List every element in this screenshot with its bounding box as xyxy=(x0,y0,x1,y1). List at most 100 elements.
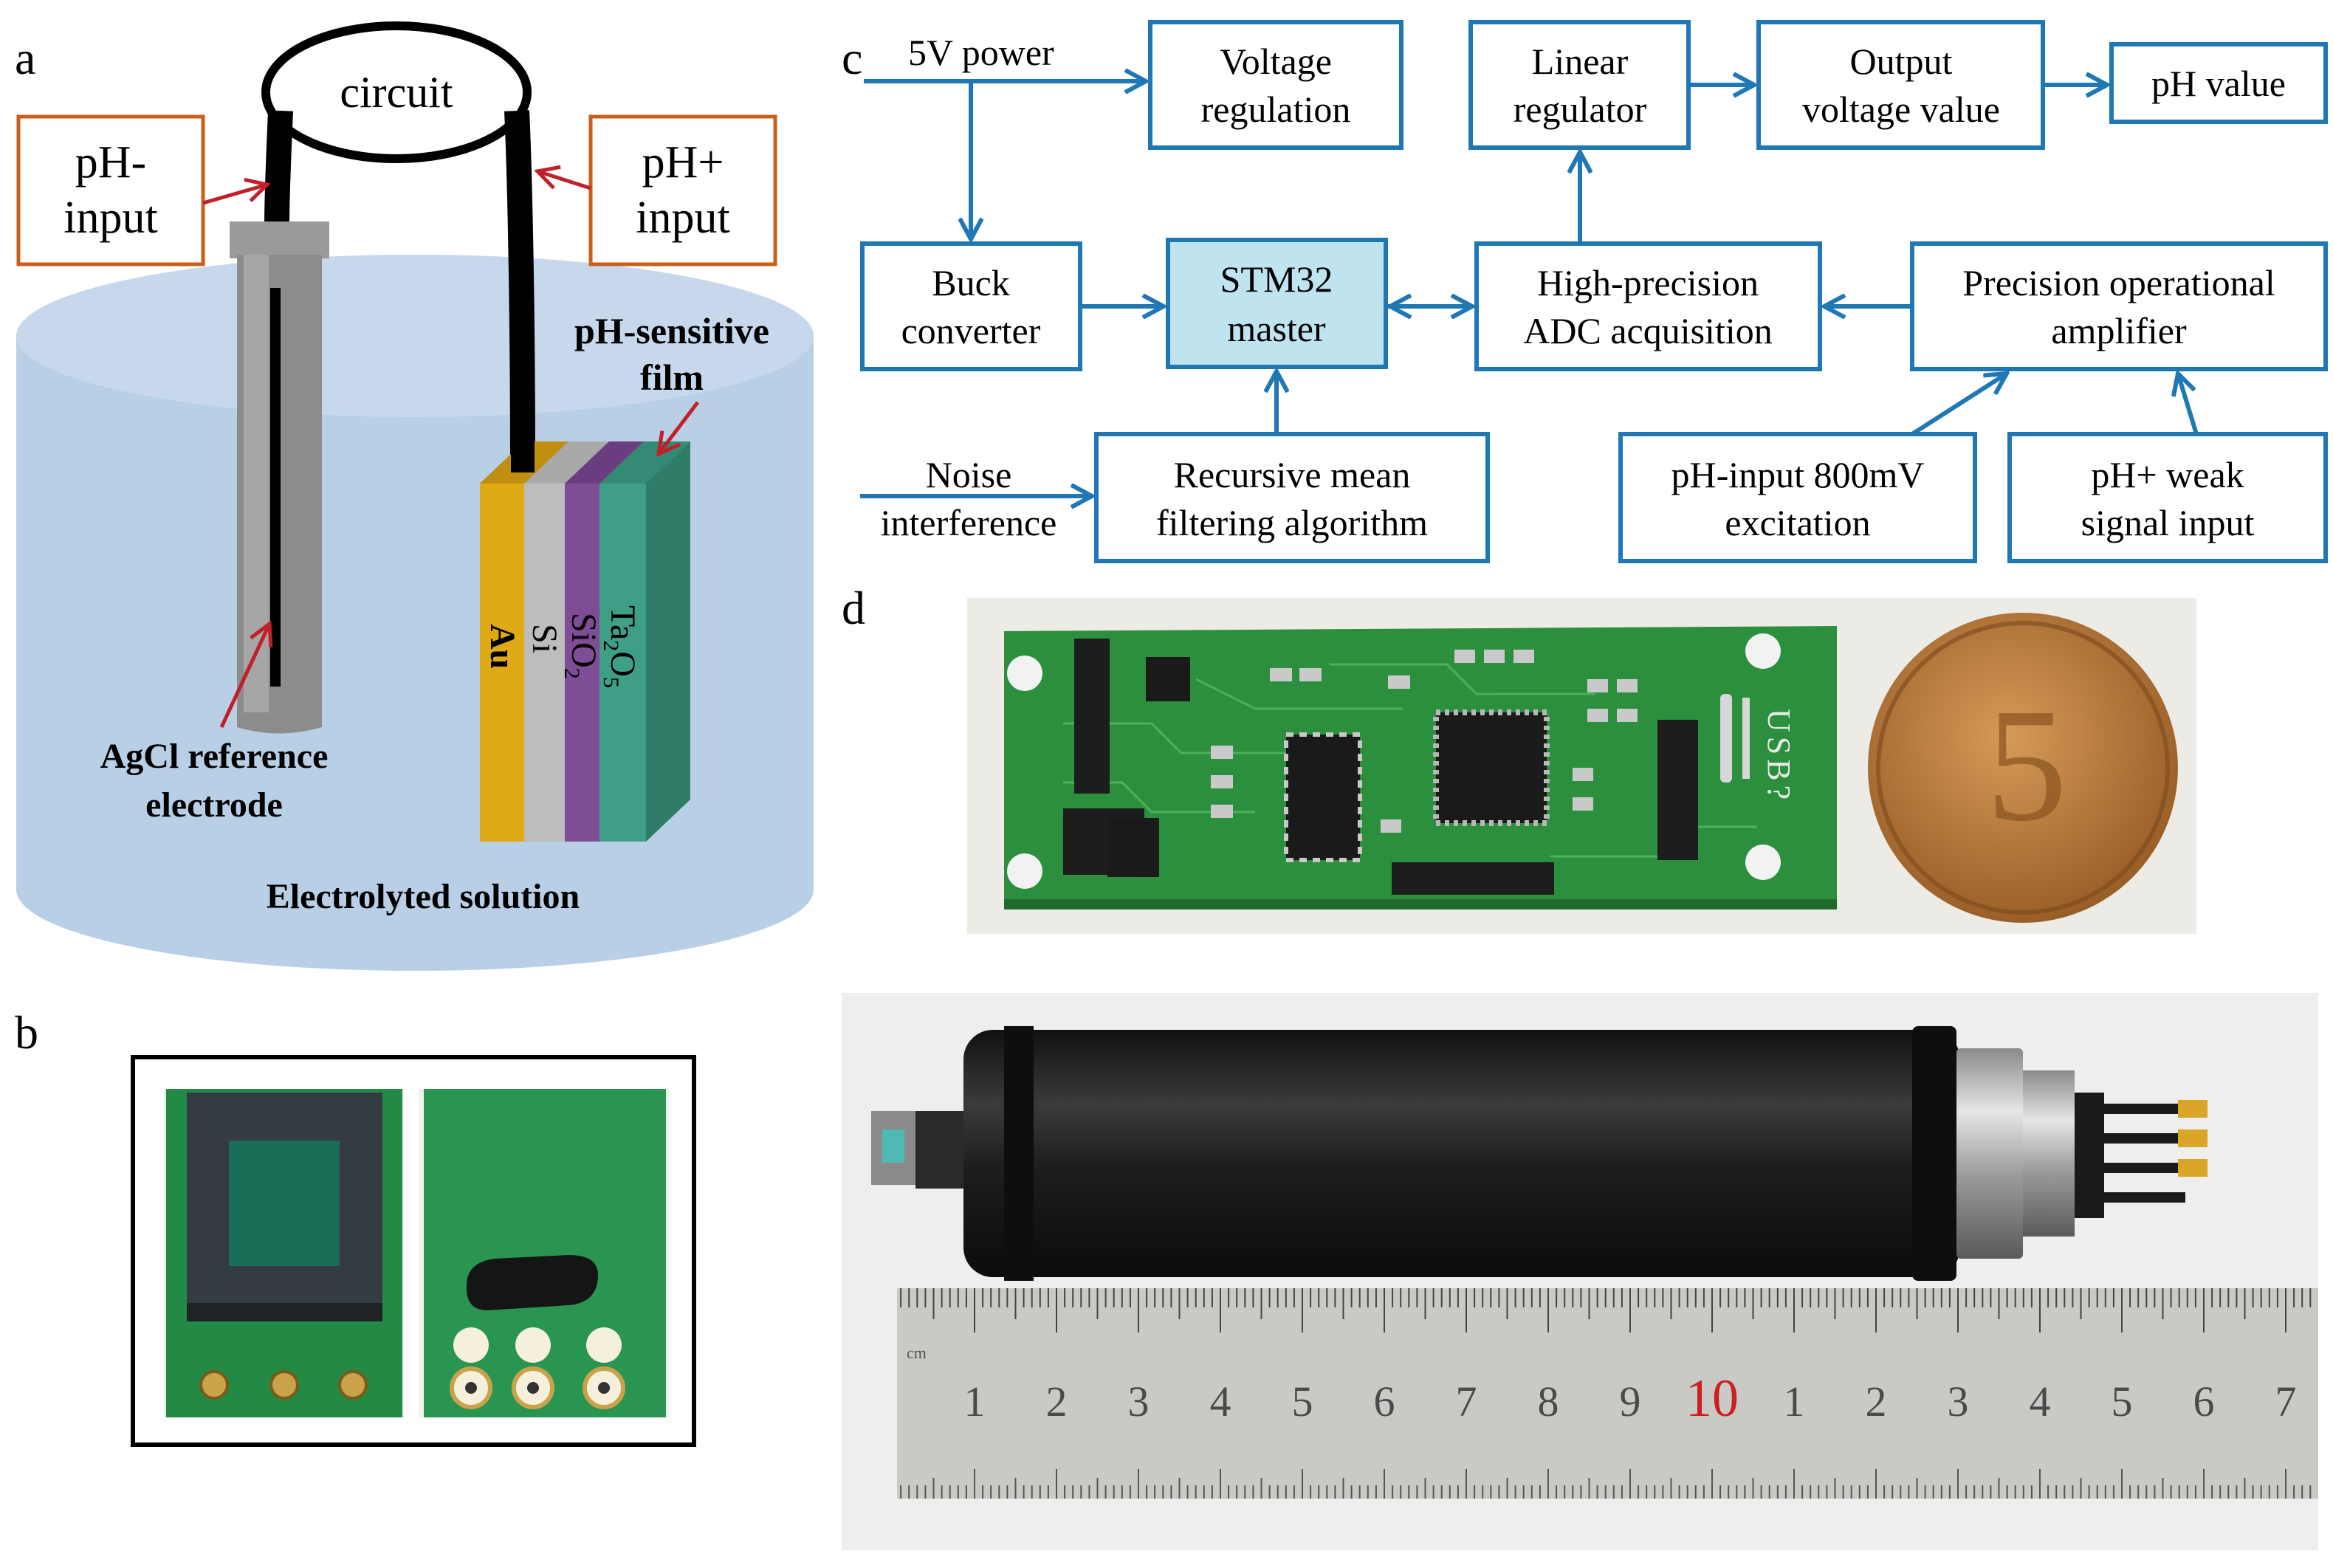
layer-sio2 xyxy=(565,484,599,842)
ruler-number: 6 xyxy=(1374,1378,1395,1426)
noise-label-2: interference xyxy=(881,502,1057,543)
ruler-number: 2 xyxy=(1866,1378,1887,1426)
layer-ta2o5 xyxy=(599,484,646,842)
svg-text:ADC acquisition: ADC acquisition xyxy=(1523,310,1772,351)
electrode-cap xyxy=(230,221,329,258)
ph-plus-box xyxy=(588,114,777,267)
ic-soic xyxy=(1284,732,1362,862)
ic-mcu xyxy=(1433,709,1550,826)
probe-connector-nut xyxy=(1956,1048,2023,1259)
circuit-label: circuit xyxy=(340,68,453,117)
ph-value-box: pH value xyxy=(2109,42,2328,124)
usb-footprint xyxy=(1720,694,1750,783)
mount-hole xyxy=(1745,845,1781,880)
probe-connector-thread xyxy=(2023,1070,2075,1237)
ruler-number: 2 xyxy=(1046,1378,1068,1426)
film-label-1: pH-sensitive xyxy=(574,310,769,351)
svg-text:excitation: excitation xyxy=(1725,502,1870,543)
ph-plus-label-1: pH+ xyxy=(642,137,724,188)
ruler-number: 8 xyxy=(1538,1378,1559,1426)
panel-label-b: b xyxy=(15,1006,38,1059)
svg-text:converter: converter xyxy=(901,310,1041,351)
svg-text:voltage value: voltage value xyxy=(1802,89,2000,130)
excitation-box: pH-input 800mV excitation xyxy=(1618,432,1977,563)
probe-connector-base xyxy=(2075,1093,2104,1218)
electrode-body-light xyxy=(244,255,269,712)
svg-text:Linear: Linear xyxy=(1532,41,1629,82)
probe-pins xyxy=(2104,1100,2207,1203)
voltage-regulation-box: Voltage regulation xyxy=(1148,20,1403,150)
beaker-top xyxy=(16,255,814,417)
pad xyxy=(199,1370,229,1400)
svg-text:amplifier: amplifier xyxy=(2051,310,2187,351)
layer-si xyxy=(524,484,565,842)
precision-amplifier-box: Precision operational amplifier xyxy=(1910,241,2328,371)
sensing-window xyxy=(229,1141,340,1266)
ruler-number: 6 xyxy=(2193,1378,2215,1426)
mount-hole xyxy=(1007,853,1042,889)
layer-ta2o5-label: Ta2O5 xyxy=(599,605,642,688)
noise-label-1: Noise xyxy=(926,454,1012,495)
electrode-wire xyxy=(270,288,281,687)
si-top xyxy=(524,441,609,484)
ruler xyxy=(897,1288,2318,1499)
coin-digit: 5 xyxy=(1986,675,2067,855)
ruler-number: 4 xyxy=(2030,1378,2051,1426)
ruler-number: 9 xyxy=(1620,1378,1641,1426)
stm32-master-box: STM32 master xyxy=(1166,238,1388,369)
ruler-ticks xyxy=(900,1288,2312,1499)
svg-text:STM32: STM32 xyxy=(1220,258,1333,300)
board-silkscreen: USB? xyxy=(1761,709,1797,804)
linear-regulator-box: Linear regulator xyxy=(1468,20,1691,150)
svg-text:Buck: Buck xyxy=(932,262,1010,303)
ruler-number: 7 xyxy=(2275,1378,2297,1426)
svg-text:pH-input 800mV: pH-input 800mV xyxy=(1671,454,1924,495)
pad xyxy=(586,1327,622,1363)
probe-ring-right xyxy=(1912,1026,1956,1281)
ic-small xyxy=(1146,657,1190,701)
layer-sio2-label: SiO2 xyxy=(560,613,603,679)
ruler-number: 4 xyxy=(1210,1378,1231,1426)
ruler-number: 5 xyxy=(1292,1378,1313,1426)
film-block: Au Si SiO2 Ta2O5 xyxy=(480,441,690,842)
film-side xyxy=(646,441,690,842)
connectors xyxy=(860,81,2199,496)
pad xyxy=(269,1370,299,1400)
pad xyxy=(453,1327,489,1363)
svg-text:regulation: regulation xyxy=(1201,89,1351,130)
adc-acquisition-box: High-precision ADC acquisition xyxy=(1474,241,1822,371)
ruler-number: 3 xyxy=(1128,1378,1150,1426)
layer-si-label: Si xyxy=(525,624,564,653)
chip-back-pcb xyxy=(424,1089,666,1417)
arrow-film xyxy=(659,401,699,454)
svg-text:Recursive mean: Recursive mean xyxy=(1174,454,1411,495)
panel-a-schematic: circuit Au Si SiO2 Ta2O5 xyxy=(16,21,814,971)
layer-au-label: Au xyxy=(483,624,522,669)
pad-hole xyxy=(598,1382,610,1394)
panel-label-d: d xyxy=(842,582,865,634)
coin-rim xyxy=(1876,621,2170,915)
electrode-bottom xyxy=(237,712,322,734)
panel-label-c: c xyxy=(842,32,862,84)
panel-d-photo: USB? 5 xyxy=(967,598,2196,934)
ruler-number: 5 xyxy=(2112,1378,2133,1426)
arrow-ph-plus xyxy=(537,171,591,190)
probe-body xyxy=(963,1030,1960,1277)
ruler-unit: cm xyxy=(907,1344,927,1362)
chip-front-die-edge xyxy=(187,1303,382,1321)
arrow-ph-minus xyxy=(202,185,267,205)
ic-small xyxy=(1107,818,1159,877)
svg-text:Voltage: Voltage xyxy=(1220,41,1332,82)
ruler-number: 7 xyxy=(1456,1378,1477,1426)
svg-text:signal input: signal input xyxy=(2081,502,2255,543)
panel-label-a: a xyxy=(15,32,35,84)
arrow-weak-to-amp xyxy=(2178,374,2199,435)
circuit-ellipse xyxy=(261,21,532,163)
svg-text:pH+ weak: pH+ weak xyxy=(2091,454,2244,495)
power-label: 5V power xyxy=(908,32,1054,73)
ph-minus-label-2: input xyxy=(63,193,157,243)
ph-plus-label-2: input xyxy=(636,193,729,243)
smd-components xyxy=(1211,650,1638,833)
probe-tip-window xyxy=(882,1129,904,1163)
